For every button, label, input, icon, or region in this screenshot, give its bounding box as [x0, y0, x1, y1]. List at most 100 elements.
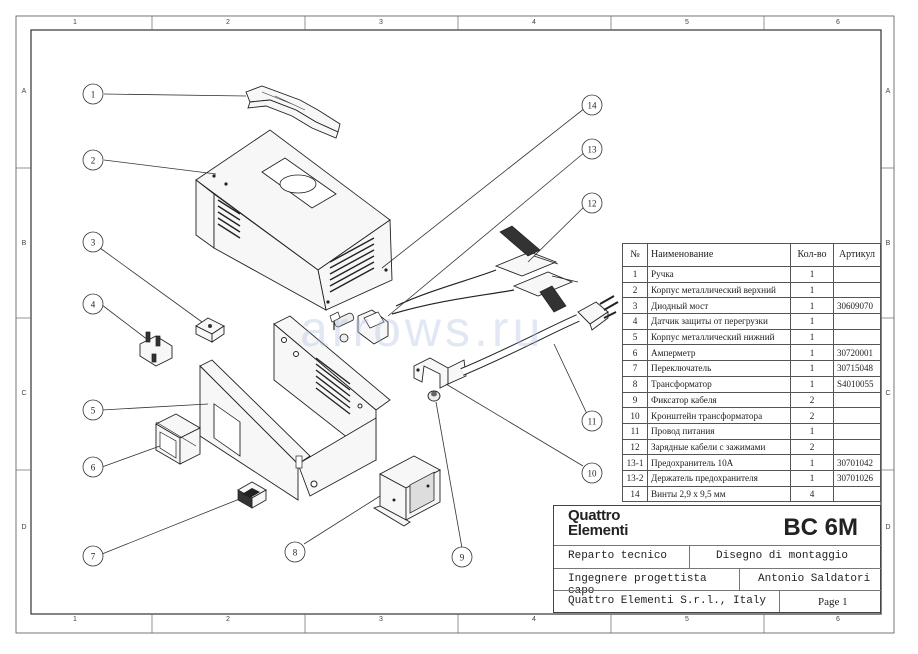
svg-text:6: 6	[91, 463, 96, 473]
bom-row-qty: 1	[790, 281, 834, 299]
bom-row-name: Датчик защиты от перегрузки	[647, 313, 791, 330]
zone-row-d-left: D	[21, 524, 27, 531]
drawing-type-text: Disegno di montaggio	[716, 550, 849, 562]
bom-row-name: Корпус металлический верхний	[647, 281, 791, 299]
role-text: Ingegnere progettista capo	[568, 573, 707, 597]
bom-row-article	[833, 407, 881, 424]
page-number: Page 1	[818, 596, 848, 608]
watermark: arrows.ru	[300, 301, 545, 357]
svg-text:4: 4	[91, 300, 96, 310]
callout-3: 3	[82, 231, 104, 253]
zone-row-b-left: B	[21, 240, 27, 247]
bom-row-article	[833, 266, 881, 283]
transformer-bracket-part	[413, 357, 467, 389]
svg-text:5: 5	[91, 406, 96, 416]
zone-row-b-right: B	[885, 240, 891, 247]
bom-row-article	[833, 485, 881, 503]
bom-row-num: 13-1	[622, 454, 648, 471]
svg-text:2: 2	[91, 156, 96, 166]
bom-row-num: 5	[622, 328, 648, 346]
bom-row-qty: 1	[790, 266, 834, 283]
bom-row-num: 9	[622, 391, 648, 409]
svg-text:10: 10	[588, 469, 598, 479]
bom-row-name: Держатель предохранителя	[647, 469, 791, 487]
svg-text:14: 14	[588, 101, 598, 111]
bom-row-name: Переключатель	[647, 360, 791, 377]
zone-col-1-bottom: 1	[73, 616, 77, 623]
bom-row-num: 4	[622, 313, 648, 330]
zone-row-a-left: A	[21, 88, 27, 95]
callout-7: 7	[82, 545, 104, 567]
department-text: Reparto tecnico	[568, 550, 668, 562]
bom-row-num: 10	[622, 407, 648, 424]
callout-1: 1	[82, 83, 104, 105]
bom-row-name: Ручка	[647, 266, 791, 283]
handle-part	[245, 85, 341, 139]
bom-row-num: 7	[622, 360, 648, 377]
callout-6: 6	[82, 456, 104, 478]
svg-text:3: 3	[91, 238, 96, 248]
bom-row-name: Кронштейн трансформатора	[647, 407, 791, 424]
bom-row-qty: 2	[790, 407, 834, 424]
bom-row-qty: 1	[790, 422, 834, 440]
bom-row-name: Предохранитель 10А	[647, 454, 791, 471]
bom-row-num: 13-2	[622, 469, 648, 487]
svg-text:12: 12	[588, 199, 597, 209]
lower-chassis-part	[199, 315, 391, 501]
bom-header-name: Наименование	[647, 243, 791, 267]
bom-header-qty: Кол-во	[790, 243, 834, 267]
bom-row-num: 12	[622, 438, 648, 456]
bom-row-qty: 1	[790, 454, 834, 471]
bom-row-article: 30701042	[833, 454, 881, 471]
page-cell: Page 1	[780, 590, 882, 612]
bom-row-article: 30715048	[833, 360, 881, 377]
bom-row-qty: 2	[790, 391, 834, 409]
bom-header-article: Артикул	[833, 243, 881, 267]
bom-row-article	[833, 281, 881, 299]
zone-col-6-top: 6	[836, 19, 840, 26]
screw-part	[329, 311, 341, 330]
diode-bridge-part	[195, 317, 225, 343]
bom-row-article	[833, 391, 881, 409]
bom-row-name: Винты 2,9 x 9,5 мм	[647, 485, 791, 503]
bom-row-num: 3	[622, 297, 648, 315]
leader-lines	[99, 93, 588, 555]
callout-12: 12	[581, 192, 603, 214]
bom-row-num: 6	[622, 344, 648, 362]
company-cell: Quattro Elementi S.r.l., Italy	[554, 590, 780, 612]
callout-9: 9	[451, 546, 473, 568]
svg-text:7: 7	[91, 552, 96, 562]
overload-sensor-part	[139, 331, 173, 367]
bom-row-name: Амперметр	[647, 344, 791, 362]
bom-row-qty: 1	[790, 360, 834, 377]
bom-row-name: Зарядные кабели с зажимами	[647, 438, 791, 456]
callout-2: 2	[82, 149, 104, 171]
bom-header-row: № Наименование Кол-во Артикул	[622, 243, 881, 267]
bom-row-article: S4010055	[833, 375, 881, 393]
svg-text:13: 13	[588, 145, 598, 155]
zone-col-3-bottom: 3	[379, 616, 383, 623]
bom-row-article: 30701026	[833, 469, 881, 487]
callout-13: 13	[581, 138, 603, 160]
svg-text:8: 8	[293, 548, 298, 558]
engineer-text: Antonio Saldatori	[758, 573, 871, 585]
fuse-holder-part	[333, 309, 389, 345]
bom-row-article: 30609070	[833, 297, 881, 315]
zone-ticks	[16, 16, 894, 633]
zone-col-3-top: 3	[379, 19, 383, 26]
bom-row-qty: 4	[790, 485, 834, 503]
bom-row-qty: 1	[790, 344, 834, 362]
upper-cover-part	[195, 129, 393, 311]
bom-row-article: 30720001	[833, 344, 881, 362]
